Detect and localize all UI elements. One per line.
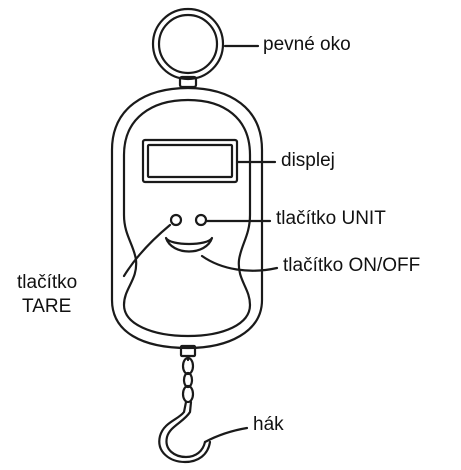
unit-button <box>194 213 208 227</box>
leader-hook <box>203 426 249 444</box>
chain <box>181 354 195 404</box>
label-tare-line2: TARE <box>22 296 72 317</box>
eye-ring <box>151 7 225 81</box>
hook <box>158 400 212 464</box>
label-onoff-button: tlačítko ON/OFF <box>283 255 421 276</box>
scale-body-outer <box>110 86 264 350</box>
tare-button-small <box>169 213 183 227</box>
label-tare-line1: tlačítko <box>17 272 78 293</box>
leader-tare <box>122 223 172 278</box>
label-display: displej <box>281 150 335 171</box>
label-unit-button: tlačítko UNIT <box>276 208 386 229</box>
label-hook: hák <box>253 414 284 435</box>
onoff-button <box>164 236 214 253</box>
leader-onoff <box>200 254 279 272</box>
display-window <box>141 138 239 184</box>
label-eye: pevné oko <box>263 34 351 55</box>
scale-body-inner <box>122 98 252 338</box>
